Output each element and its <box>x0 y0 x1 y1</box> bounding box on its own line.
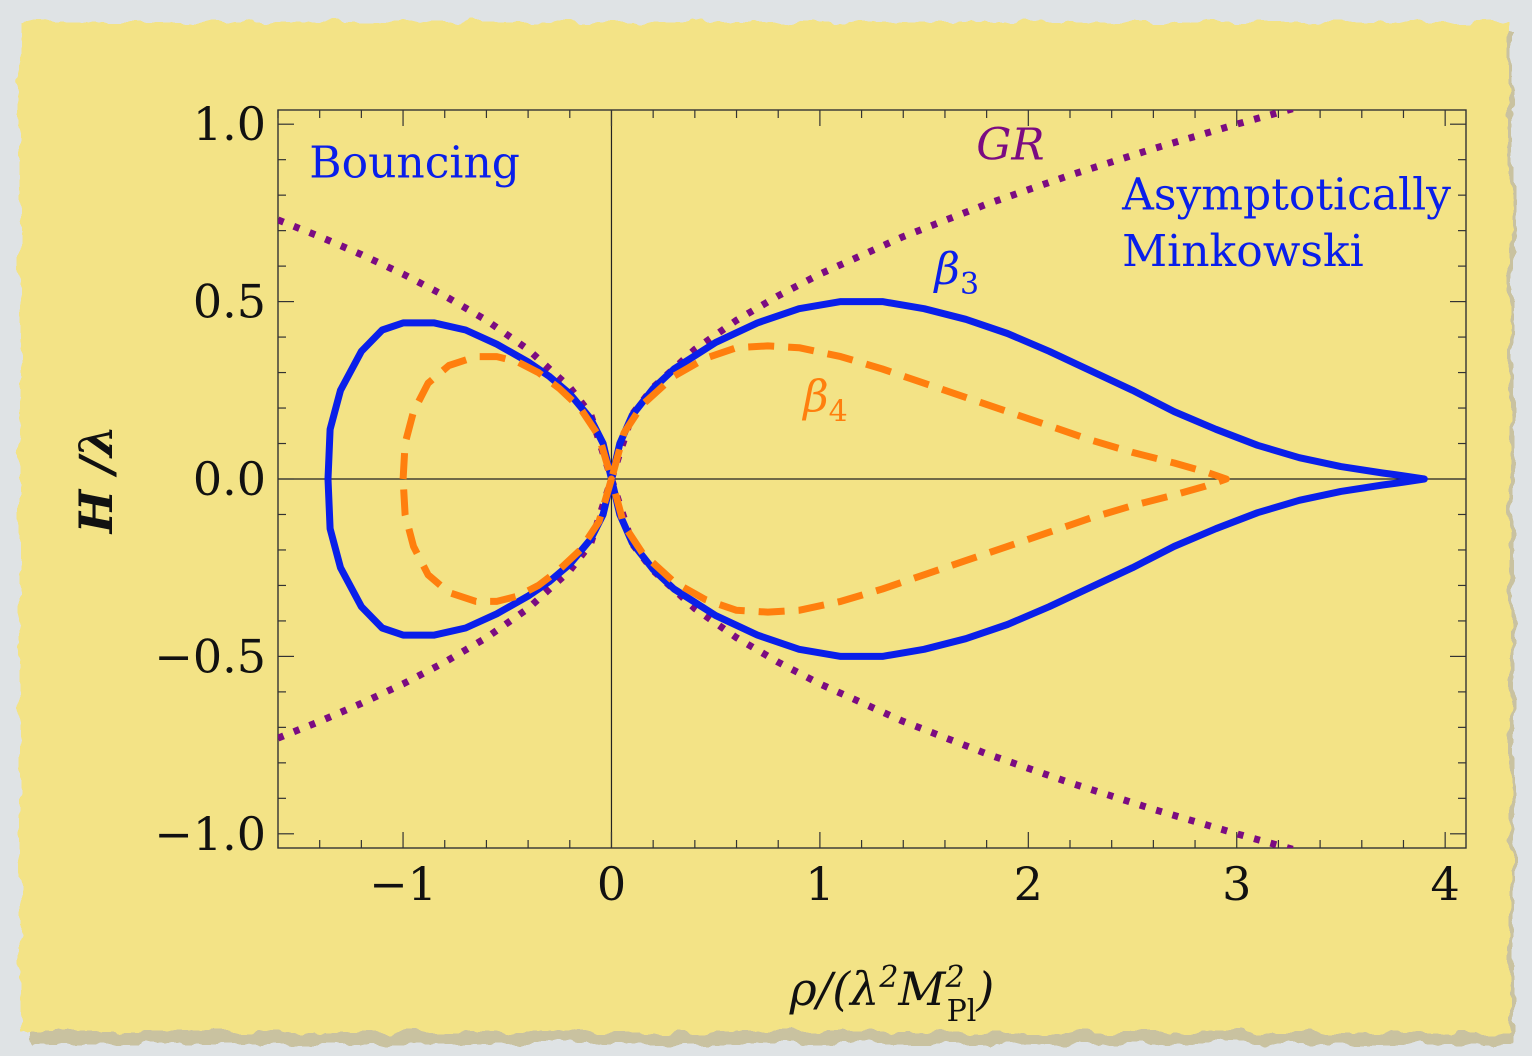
x-tick-label: 2 <box>1014 857 1043 911</box>
annotation-beta4: β4 <box>801 372 848 430</box>
annotation-gr: GR <box>976 120 1044 171</box>
annotation-beta3: β3 <box>933 244 980 302</box>
annotation-beta4-sub: 4 <box>829 395 848 430</box>
y-tick-label: −1.0 <box>154 807 266 861</box>
annotation-beta4-base: β <box>801 372 828 423</box>
x-tick-label: 3 <box>1222 857 1251 911</box>
annotation-beta3-base: β <box>933 244 960 295</box>
x-axis-label-part: 2 <box>945 960 965 995</box>
paper-background <box>20 22 1510 1032</box>
y-tick-label: 1.0 <box>193 97 266 151</box>
x-tick-label: 0 <box>597 857 626 911</box>
annotation-asym2: Minkowski <box>1122 226 1364 277</box>
x-tick-label: 1 <box>805 857 834 911</box>
y-tick-label: −0.5 <box>154 629 266 683</box>
annotation-asym1: Asymptotically <box>1121 169 1451 220</box>
x-axis-label-part: Pl <box>947 994 977 1029</box>
annotation-bouncing: Bouncing <box>309 137 520 188</box>
x-axis-label-part: 2 <box>878 960 898 995</box>
series-beta4-curve <box>399 342 1230 616</box>
y-tick-label: 0.5 <box>193 275 266 329</box>
y-tick-label: 0.0 <box>193 452 266 506</box>
x-axis-label-part: M <box>897 962 947 1016</box>
y-axis-label: H /λ <box>69 425 123 536</box>
x-axis-label-part: ) <box>975 962 994 1016</box>
x-axis-label-part: ρ/(λ <box>789 962 880 1016</box>
x-tick-label: −1 <box>369 857 437 911</box>
annotation-beta3-sub: 3 <box>960 267 979 302</box>
series-gr-curve <box>278 110 1301 848</box>
x-tick-label: 4 <box>1431 857 1460 911</box>
